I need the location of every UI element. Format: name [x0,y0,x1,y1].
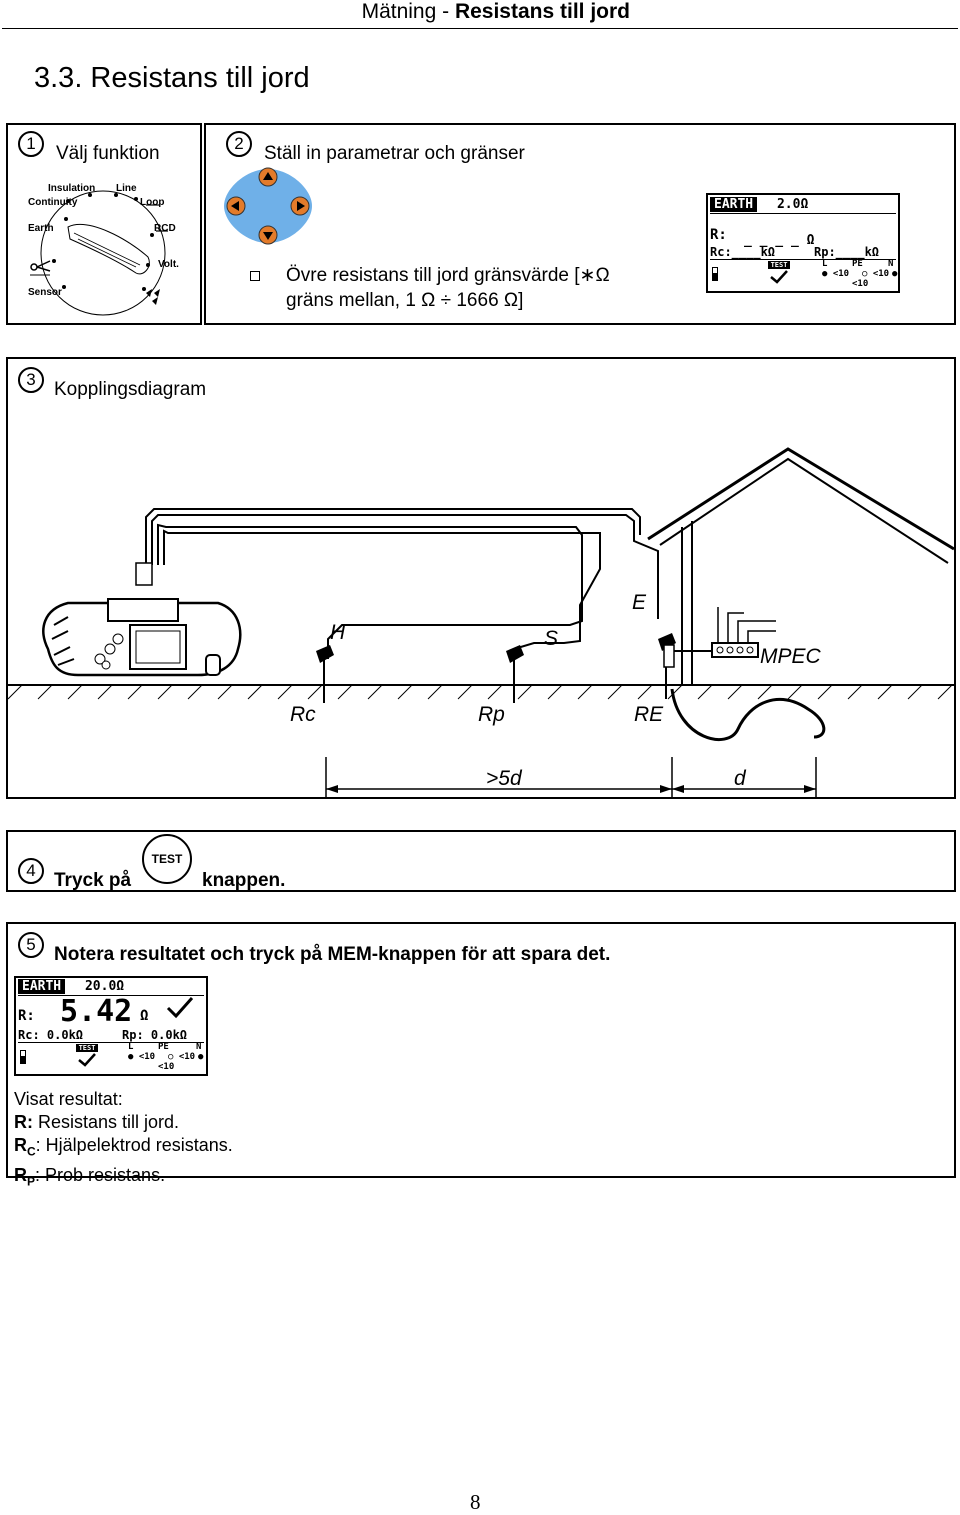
lcd2-test-check-icon: TEST [76,1044,98,1068]
dial-graphic [30,190,168,316]
label-rc: Rc [290,703,316,726]
lcd1-function: EARTH [710,197,758,212]
label-h: H [330,621,346,644]
battery-icon [20,1050,26,1064]
lcd2-r-value: 5.42 [60,994,133,1029]
lcd1-limit: 2.0Ω [776,197,809,212]
result-heading: Visat resultat: [14,1089,123,1109]
up-arrow-icon [258,167,278,187]
label-rp: Rp [478,703,505,726]
down-arrow-icon [258,225,278,245]
lcd1-rc: Rc:____kΩ [710,245,776,259]
step3-number: 3 [18,367,44,393]
checkbox-bullet-icon [250,271,260,281]
step4-label-before: Tryck på [54,870,132,891]
param-line1: Övre resistans till jord gränsvärde [∗Ω [286,265,610,286]
step2-label: Ställ in parametrar och gränser [264,143,525,164]
instrument-icon [42,598,242,677]
dial-earth: Earth [28,223,54,234]
lcd1-r-label: R: [710,227,727,243]
lcd2-r-unit: Ω [140,1008,149,1024]
lcd2-rc: Rc: 0.0kΩ [18,1028,84,1042]
dial-sensor: Sensor [28,287,62,298]
mpec-terminal-icon [674,607,776,658]
pass-check-icon [166,997,194,1019]
connection-diagram [8,447,954,797]
step4-number: 4 [18,858,44,884]
result-rc: RC: Hjälpelektrod resistans. [14,1135,233,1159]
dial-loop: Loop [140,197,165,208]
dial-rcd: RCD [154,223,176,234]
section-title: 3.3. Resistans till jord [34,62,310,94]
param-text: Övre resistans till jord gränsvärde [∗Ω … [286,263,610,313]
param-line2: gräns mellan, 1 Ω ÷ 1666 Ω] [286,290,524,311]
keypad-graphic [224,167,312,245]
label-re: RE [634,703,664,726]
lcd1-test-check-icon: TEST [768,261,790,285]
dial-insulation: Insulation [48,183,96,194]
step2-number: 2 [226,131,252,157]
battery-icon [712,267,718,281]
running-header: Mätning - Resistans till jord [362,0,630,24]
label-e: E [632,591,647,614]
lcd2-limit: 20.0Ω [84,979,125,994]
lcd1-rp: Rp:____kΩ [814,245,880,259]
page-number: 8 [470,1490,481,1514]
arrow-keypad[interactable] [220,165,316,247]
header-prefix: Mätning - [361,0,455,23]
right-arrow-icon [290,196,310,216]
function-dial[interactable]: Insulation Continuity Line Loop Earth RC… [8,177,200,323]
label-dist-d: d [734,767,746,790]
step4-label-after: knappen. [202,870,286,891]
lcd-display-result: EARTH 20.0Ω R: 5.42 Ω Rc: 0.0kΩ Rp: 0.0k… [14,976,208,1076]
step1-label: Välj funktion [56,143,160,164]
header-rule [2,28,958,29]
lcd2-rp: Rp: 0.0kΩ [122,1028,188,1042]
header-title: Resistans till jord [454,0,630,23]
step2-box: 2 Ställ in parametrar och gränser [204,123,956,325]
left-arrow-icon [226,196,246,216]
test-button[interactable]: TEST [142,834,192,884]
lcd1-r-value: _ _ _ _ Ω [744,233,815,248]
label-dist-5d: >5d [486,767,522,790]
step1-number: 1 [18,131,44,157]
dial-continuity: Continuity [28,197,78,208]
step5-box: 5 Notera resultatet och tryck på MEM-kna… [6,922,956,1188]
lcd2-function: EARTH [18,979,66,994]
step1-box: 1 Välj funktion [6,123,202,325]
electrode-s-icon [506,645,524,703]
step5-label: Notera resultatet och tryck på MEM-knapp… [54,944,611,965]
dial-line: Line [116,183,137,194]
result-legend: Visat resultat: R: Resistans till jord. … [14,1088,233,1193]
electrode-h-icon [316,645,334,703]
step5-number: 5 [18,932,44,958]
electrode-e-icon [658,633,676,699]
lcd-display-settings: EARTH 2.0Ω R: _ _ _ _ Ω Rc:____kΩ Rp:___… [706,193,900,293]
result-rp: RP: Prob resistans. [14,1164,166,1189]
label-mpec: MPEC [760,645,821,668]
step3-label: Kopplingsdiagram [54,379,207,400]
step4-box: 4 Tryck på TEST knappen. [6,830,956,892]
result-r: R: Resistans till jord. [14,1112,180,1132]
dial-volt: Volt. [158,259,179,270]
step3-box: 3 Kopplingsdiagram [6,357,956,799]
label-s: S [544,627,559,650]
lcd2-r-label: R: [18,1008,35,1024]
